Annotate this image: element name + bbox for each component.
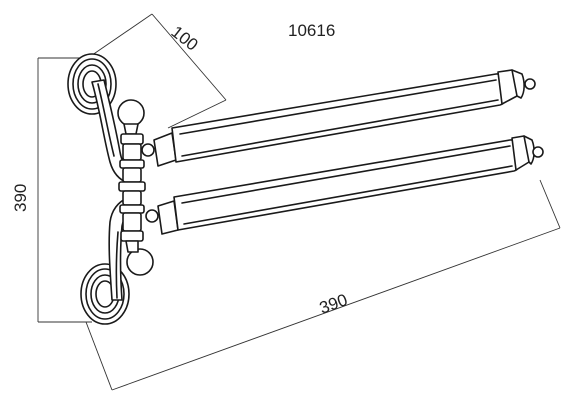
length-label: 390 xyxy=(317,290,350,318)
length-ext-right xyxy=(539,179,561,229)
top-finial-knob xyxy=(117,99,145,127)
upper-towel-bar xyxy=(141,69,536,167)
length-dim-line xyxy=(111,227,561,391)
length-ext-left xyxy=(85,321,113,391)
hinge-column xyxy=(117,99,154,276)
depth-label: 100 xyxy=(168,22,202,54)
lower-towel-bar xyxy=(145,135,544,235)
bottom-finial-knob xyxy=(126,248,154,276)
height-dimension: 390 xyxy=(11,57,92,323)
model-number: 10616 xyxy=(288,21,335,40)
depth-ext-line-lower xyxy=(167,99,227,129)
length-dimension: 390 xyxy=(85,179,561,391)
height-label: 390 xyxy=(11,184,30,212)
depth-ext-line-upper xyxy=(151,13,227,101)
